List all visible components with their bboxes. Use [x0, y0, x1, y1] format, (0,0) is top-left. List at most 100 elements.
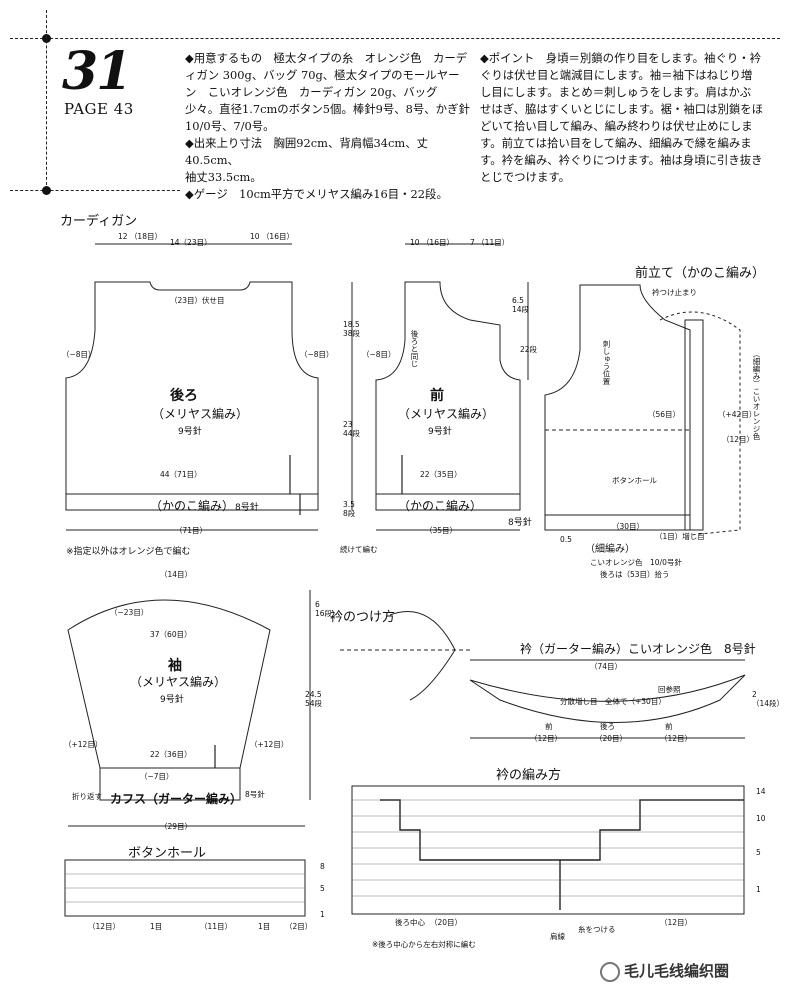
label-cuff-needle: 8号針 [245, 790, 265, 799]
dim-front-tr: 7 （11目） [470, 238, 510, 247]
dim-collar-total: （74目） [590, 662, 623, 671]
label-collar-even: 分散増し目 全体で（+30目） [560, 697, 666, 706]
dim-collar-back: （20目） [595, 734, 628, 743]
sleeve-outline [67, 599, 271, 769]
label-front-stitch: （メリヤス編み） [398, 407, 495, 421]
dim-sleeve-inc-l: （+12目） [64, 740, 103, 749]
dim-back-side: （−8目） [62, 350, 96, 359]
dim-band-bottom: （30目） [612, 522, 645, 531]
dim-band-hem: （1目）増し目 [655, 532, 705, 541]
label-band-stop: 衿つけ止まり [652, 288, 697, 297]
dim-sleeve-inc-r: （+12目） [250, 740, 289, 749]
collar-title: 衿（ガーター編み）こいオレンジ色 8号針 [520, 642, 756, 656]
front-band-title: 前立て（かのこ編み） [635, 266, 766, 281]
bh-st-3: （11目） [200, 922, 233, 931]
header-vrule [46, 10, 47, 190]
collar-outline [469, 674, 746, 723]
row-14: 14 [756, 787, 766, 796]
watermark: 毛儿毛线编织圈 [624, 962, 730, 980]
note-collar: ※後ろ中心から左右対称に編む [372, 940, 476, 949]
label-pickup: 後ろは（53目）拾う [600, 570, 670, 579]
dim-sleeve-width: 37（60目） [150, 630, 192, 639]
bh-row-8: 8 [320, 862, 325, 871]
note-orange: ※指定以外はオレンジ色で編む [66, 547, 191, 557]
label-front: 前 [430, 388, 444, 404]
dim-front-width: 22（35目） [420, 470, 462, 479]
label-back-hem-needle: 8号針 [235, 503, 259, 513]
buttonhole-title: ボタンホール [128, 846, 207, 861]
dim-back-neck: （23目）伏せ目 [170, 296, 225, 305]
dim-front-side: （−8目） [362, 350, 396, 359]
dim-collar-rows: 2（14段） [752, 690, 785, 708]
label-back-hem: （かのこ編み） [150, 499, 235, 513]
dim-chart-col2: （12目） [660, 918, 693, 927]
label-continue: 続けて編む [340, 545, 378, 554]
label-sleeve-needle: 9号針 [160, 695, 184, 705]
dim-sleeve-top: （14目） [160, 570, 193, 579]
dim-band-st2: （12目） [722, 435, 755, 444]
bh-st-2: 1目 [150, 922, 163, 931]
label-buttonhole-band: ボタンホール [612, 476, 657, 485]
dim-band-inc: （+42目） [718, 410, 757, 419]
label-cuff: カフス（ガーター編み） [110, 792, 243, 806]
dim-back-tm: 14（23目） [170, 238, 212, 247]
page-number: 31 [62, 41, 132, 102]
dim-side-rows: 22段 [520, 345, 538, 354]
label-back-center: 後ろ中心 [395, 918, 425, 927]
header-rule [10, 38, 780, 39]
label-same-as-back: 後ろと同じ [410, 330, 419, 368]
dim-band-w: 0.5 [560, 535, 572, 544]
label-single-crochet: （細編み） [585, 544, 635, 555]
label-sleeve-stitch: （メリヤス編み） [130, 675, 227, 689]
label-yarn-attach: 糸をつける [578, 925, 616, 934]
label-collar-front-l: 前 [545, 722, 553, 731]
label-front-hem-needle: 8号針 [508, 518, 532, 528]
dim-front-bottom: （35目） [425, 526, 458, 535]
collar-attach-title: 衿のつけ方 [330, 610, 396, 625]
label-crochet-color: こいオレンジ色 10/0号針 [590, 558, 682, 567]
bh-st-4: 1目 [258, 922, 271, 931]
dim-back-side-r: （−8目） [300, 350, 334, 359]
dim-collar-front-l: （12目） [530, 734, 563, 743]
materials-text: ◆用意するもの 極太タイプの糸 オレンジ色 カーデ ィガン 300g、バッグ 7… [185, 51, 470, 201]
header-dot-bottom [42, 186, 51, 195]
label-collar-rows: 回参照 [658, 685, 681, 694]
label-fold: 折り返す [72, 792, 102, 801]
dim-back-tl: 12 （18目） [118, 232, 162, 241]
front-outline [375, 281, 521, 511]
page-ref: PAGE 43 [64, 100, 134, 118]
label-front-needle: 9号針 [428, 427, 452, 437]
points-text: ◆ポイント 身頃＝別鎖の作り目をします。袖ぐり・衿 ぐりは伏せ目と端減目にします… [480, 51, 764, 184]
dim-front-tl: 10 （16目） [410, 238, 454, 247]
back-outline [65, 281, 319, 511]
label-shoulder: 肩線 [550, 932, 565, 941]
dim-sleeve-cuff: （29目） [160, 822, 193, 831]
dim-back-bottom: （71目） [175, 526, 208, 535]
cardigan-title: カーディガン [60, 214, 138, 229]
dim-band-st: （56目） [648, 410, 681, 419]
collar-chart-title: 衿の編み方 [496, 768, 562, 783]
dim-sleeve-cuff-w: 22（36目） [150, 750, 192, 759]
bh-row-1: 1 [320, 910, 325, 919]
dim-sleeve-dec: （−7目） [140, 772, 174, 781]
collar-attach-shape [389, 611, 456, 701]
band-strip [684, 319, 704, 531]
label-collar-back: 後ろ [600, 722, 615, 731]
collar-chart-grid [351, 785, 745, 915]
label-back-stitch: （メリヤス編み） [152, 407, 249, 421]
label-embroidery: 刺しゅう位置 [602, 340, 611, 385]
band-body-outline [544, 284, 691, 531]
label-back-needle: 9号針 [178, 427, 202, 437]
dim-sleeve-cap: （−23目） [110, 608, 149, 617]
dim-back-width: 44（71目） [160, 470, 202, 479]
row-1: 1 [756, 885, 761, 894]
wechat-icon [600, 962, 620, 982]
bh-row-5: 5 [320, 884, 325, 893]
